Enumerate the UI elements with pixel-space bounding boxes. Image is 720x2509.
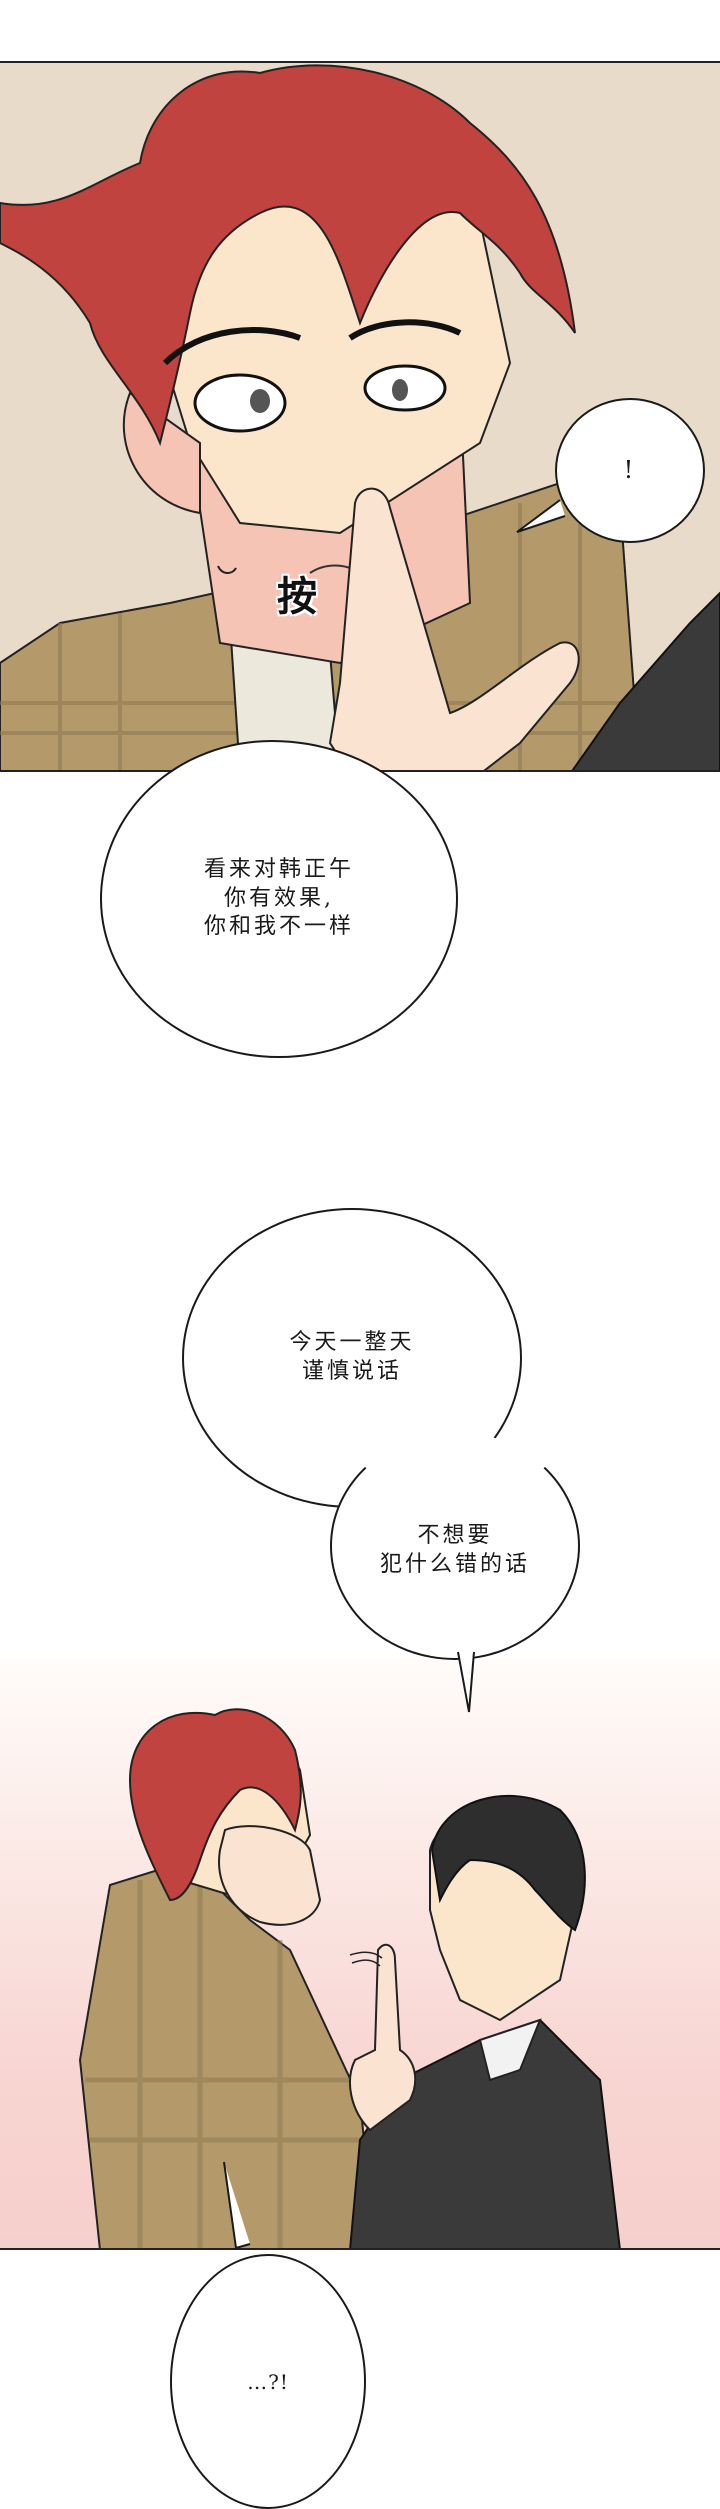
bubble-text: ! <box>623 455 637 484</box>
speech-bubble-1: 看来对韩正午 你有效果, 你和我不一样 <box>100 740 458 1058</box>
bubble-text: …?! <box>247 2369 289 2394</box>
panel-2-illustration <box>78 1708 621 2248</box>
bubble-text: 今天一整天 谨慎说话 <box>289 1330 415 1384</box>
speech-bubble-exclaim: ! <box>555 398 705 543</box>
panel-2 <box>0 1660 720 2250</box>
panel-1: 按 ! <box>0 61 720 772</box>
bubble-tail <box>457 1651 475 1713</box>
bubble-tail <box>516 499 566 533</box>
sound-effect-press: 按 <box>277 573 317 620</box>
bubble-text: 看来对韩正午 你有效果, 你和我不一样 <box>203 857 354 940</box>
speech-bubble-2b: 不想要 犯什么错的话 <box>330 1432 580 1660</box>
bubble-text: 不想要 犯什么错的话 <box>379 1523 530 1577</box>
bubble-tail <box>223 2161 251 2250</box>
speech-bubble-3: …?! <box>170 2254 366 2509</box>
panel-1-illustration <box>0 64 720 770</box>
